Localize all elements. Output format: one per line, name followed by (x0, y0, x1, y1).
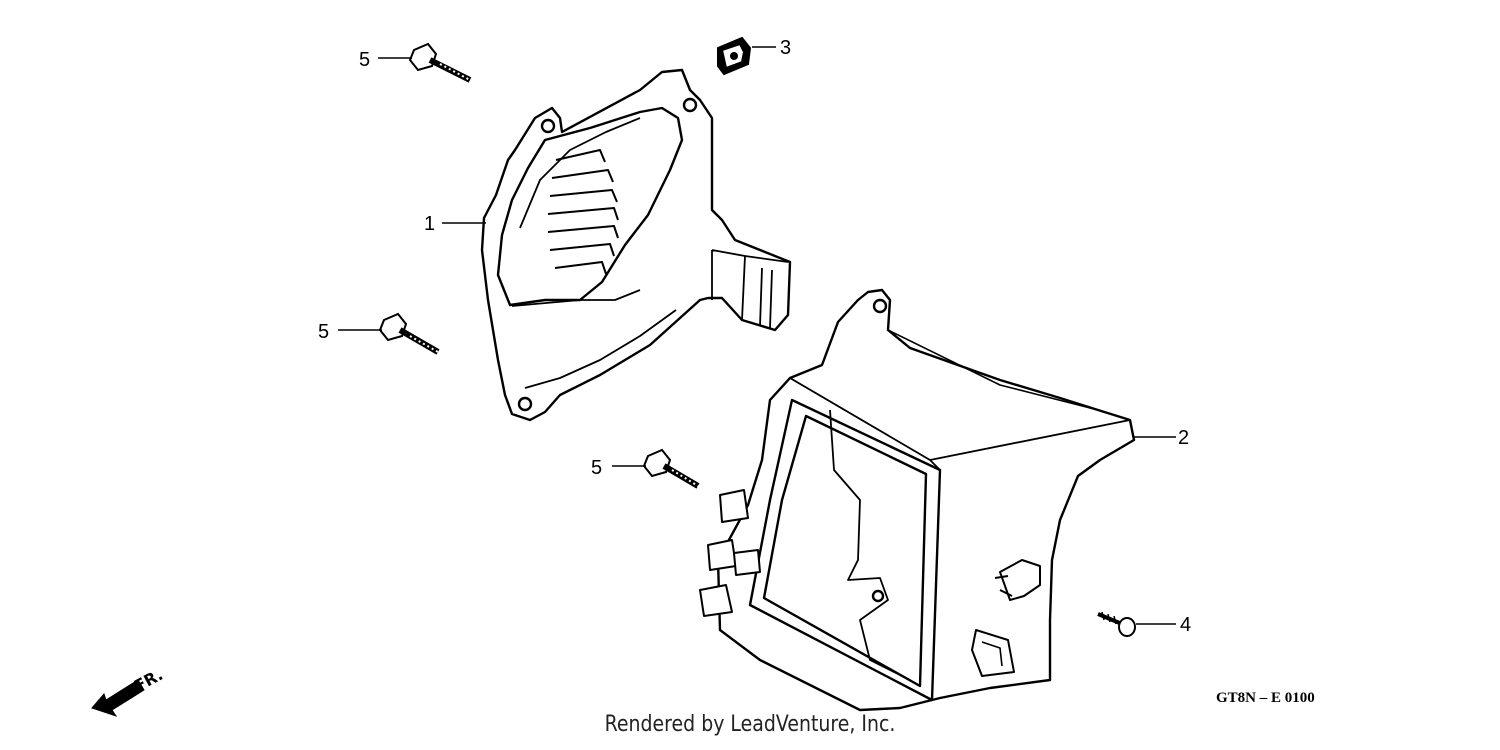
callout-clip-top: 3 (780, 37, 791, 59)
front-direction-arrow: FR. (91, 665, 166, 717)
bolt-mid-left-part (378, 312, 440, 355)
cylinder-cover-part (699, 288, 1136, 712)
bolt-center-part (642, 448, 700, 489)
leader-lines (338, 46, 1176, 625)
diagram-code: GT8N – E 0100 (1216, 690, 1315, 706)
clip-part (717, 36, 752, 76)
callout-bolt-center: 5 (591, 457, 602, 479)
callout-bolt-top-left: 5 (359, 49, 370, 71)
footer-credit: Rendered by LeadVenture, Inc. (604, 712, 896, 737)
callout-bolt-mid-left: 5 (318, 321, 329, 343)
arrow-icon (91, 679, 145, 717)
callout-fan-shroud: 1 (424, 213, 435, 235)
bolt-top-left-part (408, 42, 472, 83)
fan-shroud-part (480, 68, 792, 422)
callout-tapping-screw: 4 (1180, 614, 1191, 636)
tapping-screw-part (1097, 611, 1136, 637)
callout-cylinder-cover: 2 (1178, 427, 1189, 449)
